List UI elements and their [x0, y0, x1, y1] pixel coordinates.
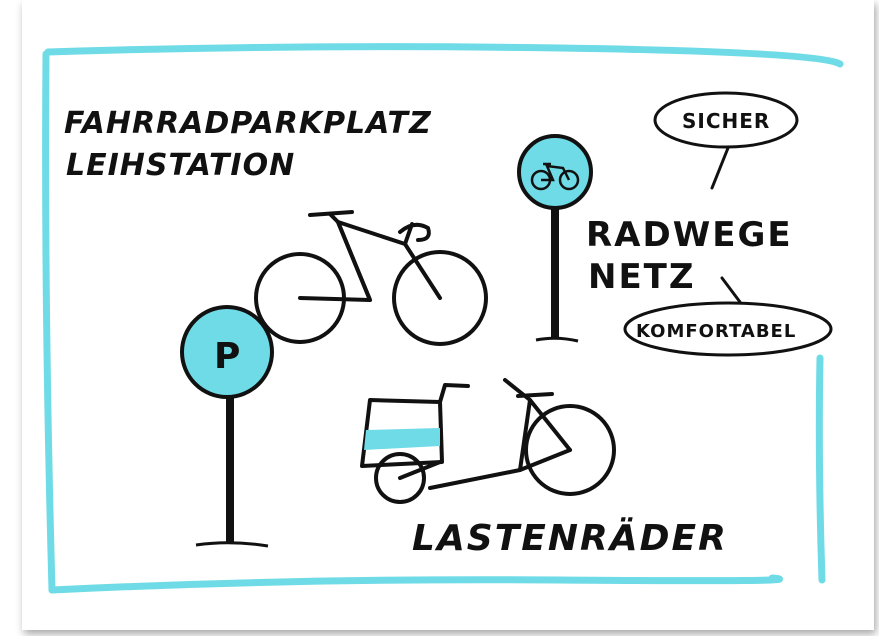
title-line-1: FAHRRADPARKPLATZ	[64, 106, 432, 141]
bubble-sicher: SICHER	[682, 109, 770, 133]
bike-sign-icon	[530, 162, 580, 191]
bicycle-icon	[254, 210, 488, 346]
flipchart-paper	[22, 0, 874, 630]
bike-route-sign	[517, 134, 593, 343]
network-line-2: NETZ	[588, 257, 696, 297]
parking-sign-letter: P	[214, 336, 240, 377]
bubble-komfortabel: KOMFORTABEL	[636, 321, 796, 342]
frame	[42, 43, 844, 594]
parking-sign	[180, 305, 274, 548]
title-line-2: LEIHSTATION	[66, 148, 295, 183]
cargo-bike-icon	[360, 378, 616, 504]
cargo-label: LASTENRÄDER	[412, 517, 728, 559]
bubble-connectors	[623, 91, 833, 357]
network-line-1: RADWEGE	[586, 215, 793, 255]
